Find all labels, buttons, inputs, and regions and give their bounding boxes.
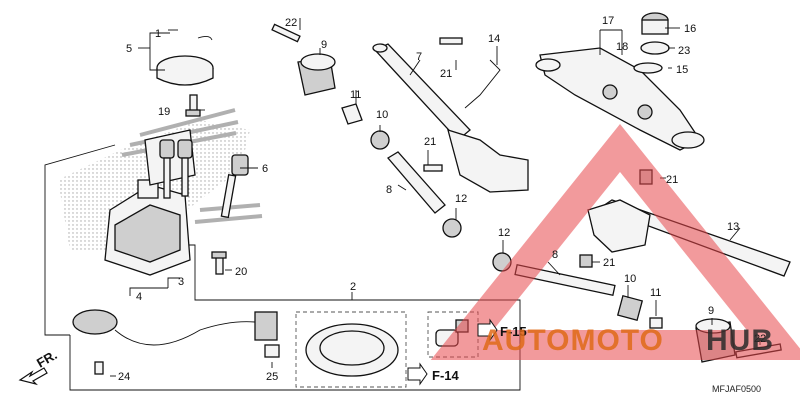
part-19-label: 19 [158, 106, 170, 118]
diagram-code: MFJAF0500 [712, 384, 761, 394]
part-4-label: 4 [136, 291, 142, 303]
part-9a-label: 9 [321, 39, 327, 51]
part-2-label: 2 [350, 281, 356, 293]
part-9b-label: 9 [708, 305, 714, 317]
subassembly-box [295, 311, 407, 388]
part-3-label: 3 [178, 276, 184, 288]
front-direction-label: FR. [34, 347, 60, 370]
part-11b-label: 11 [650, 287, 661, 299]
part-23-label: 23 [678, 45, 690, 57]
part-21b-label: 21 [424, 136, 436, 148]
left-small-parts [341, 37, 501, 238]
watermark-text: AUTOMOTO HUB [482, 324, 774, 357]
part-14-label: 14 [488, 33, 500, 45]
part-5-label: 5 [126, 43, 132, 55]
part-22b-label: 22 [754, 333, 766, 345]
watermark-triangle [430, 124, 800, 360]
part-15-label: 15 [676, 64, 688, 76]
part-7-label: 7 [416, 51, 422, 63]
part-17-label: 17 [602, 15, 614, 27]
part-18-label: 18 [616, 41, 628, 53]
assembly-outline [44, 144, 521, 391]
part-11a-label: 11 [350, 89, 361, 101]
part-10b-label: 10 [624, 273, 636, 285]
part-1-label: 1 [155, 28, 161, 40]
grip-end-weight [297, 53, 336, 96]
ref-f15: F-15 [477, 318, 527, 342]
part-21d-label: 21 [603, 257, 615, 269]
part-16-label: 16 [684, 23, 696, 35]
part-8b-label: 8 [552, 249, 558, 261]
ignition-cap [156, 35, 214, 86]
part-25-label: 25 [266, 371, 278, 383]
front-direction-arrow: FR. [18, 347, 60, 386]
ignition-keys [159, 139, 249, 219]
part-22a-label: 22 [285, 17, 297, 29]
watermark-part2: HUB [706, 324, 774, 357]
part-10a-label: 10 [376, 109, 388, 121]
part-8a-label: 8 [386, 184, 392, 196]
part-12b-label: 12 [498, 227, 510, 239]
part-21a-label: 21 [440, 68, 452, 80]
top-bridge [535, 12, 705, 151]
left-handlebar [372, 43, 529, 193]
part-labels: 1 2 3 4 5 6 7 8 8 9 9 10 10 11 11 12 12 … [118, 15, 766, 383]
bolts-left [185, 23, 301, 275]
part-20-label: 20 [235, 266, 247, 278]
part-13-label: 13 [727, 221, 739, 233]
watermark-part1: AUTOMOTO [482, 324, 664, 357]
fuel-cap-cover [305, 323, 399, 377]
ref-f15-label: F-15 [500, 324, 527, 339]
ref-f14: F-14 [407, 362, 460, 386]
part-21c-label: 21 [666, 174, 678, 186]
part-6-label: 6 [262, 163, 268, 175]
wiring-harness [72, 309, 280, 375]
part-24-label: 24 [118, 371, 130, 383]
ref-f14-label: F-14 [432, 368, 460, 383]
part-12a-label: 12 [455, 193, 467, 205]
